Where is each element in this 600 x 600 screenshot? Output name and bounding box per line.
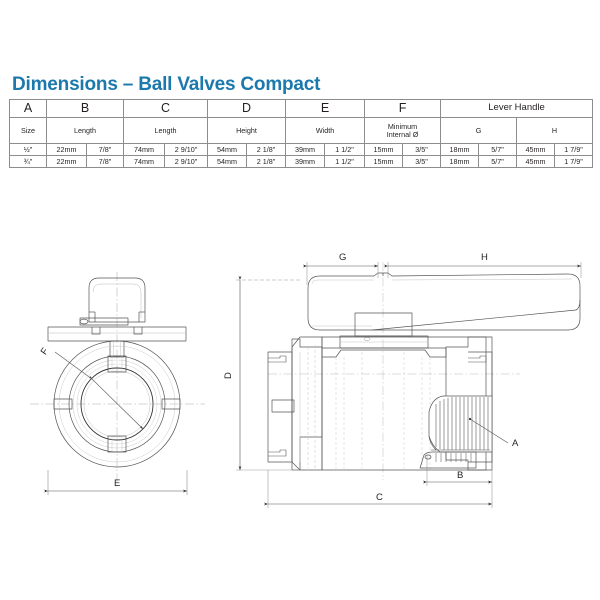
side-stem-boss xyxy=(354,312,413,337)
front-dimension-f-leader xyxy=(54,351,144,430)
group-header-c: C xyxy=(123,99,208,118)
group-header-f: F xyxy=(363,99,442,118)
sub-header-h: H xyxy=(516,117,594,144)
cell-f-mm: 15mm xyxy=(364,143,403,156)
group-header-d: D xyxy=(207,99,286,118)
cell-f-in: 3/5" xyxy=(401,143,442,156)
dimension-label-e: E xyxy=(114,478,121,489)
front-lever-tab xyxy=(79,317,129,326)
page-title: Dimensions – Ball Valves Compact xyxy=(12,74,321,95)
front-lug-right xyxy=(161,398,181,410)
front-union-nut-ring xyxy=(68,355,166,453)
dimension-label-f: F xyxy=(38,345,52,358)
cell-f-in: 3/5" xyxy=(401,155,442,168)
front-handle-cap xyxy=(88,277,146,323)
cell-g-mm: 18mm xyxy=(440,155,480,168)
dimension-label-h: H xyxy=(481,252,488,263)
dimension-label-c: C xyxy=(376,492,383,503)
side-body-shoulder xyxy=(321,347,447,358)
sub-header-f-line2: Internal Ø xyxy=(386,129,419,139)
dimension-label-a: A xyxy=(512,438,519,449)
cell-c-in: 2 9/10" xyxy=(164,143,208,156)
cell-b-in: 7/8" xyxy=(86,143,124,156)
cell-b-in: 7/8" xyxy=(86,155,124,168)
side-dimension-h xyxy=(384,262,582,278)
cell-d-in: 2 1/8" xyxy=(246,143,286,156)
group-header-a: A xyxy=(9,99,47,118)
cell-g-mm: 18mm xyxy=(440,143,480,156)
sub-header-b-length: Length xyxy=(46,117,124,144)
cell-d-mm: 54mm xyxy=(207,143,247,156)
table-sub-header-row: Size Length Length Height Width Minimum … xyxy=(9,117,594,144)
cell-h-in: 1 7/9" xyxy=(554,155,594,168)
sub-header-f-minimum-internal-diameter: Minimum Internal Ø xyxy=(363,117,442,144)
front-rib-bottom xyxy=(107,435,127,453)
cell-f-mm: 15mm xyxy=(364,155,403,168)
cell-h-mm: 45mm xyxy=(516,155,556,168)
cell-e-in: 1 1/2" xyxy=(324,143,365,156)
side-top-flange xyxy=(339,335,429,349)
cell-h-in: 1 7/9" xyxy=(554,143,594,156)
sub-header-size: Size xyxy=(9,117,47,144)
cell-e-in: 1 1/2" xyxy=(324,155,365,168)
group-header-e: E xyxy=(285,99,365,118)
dimensions-table-container: A B C D E F Lever Handle Size Length Len… xyxy=(9,99,594,168)
side-dimension-d xyxy=(236,276,300,471)
front-body-outer-circle xyxy=(53,340,181,468)
side-body xyxy=(267,336,493,471)
cell-b-mm: 22mm xyxy=(46,143,87,156)
cell-g-in: 5/7" xyxy=(478,143,518,156)
table-row: ¾" 22mm 7/8" 74mm 2 9/10" 54mm 2 1/8" 39… xyxy=(9,155,594,168)
front-bore-circle xyxy=(80,367,154,441)
ball-valve-front-view xyxy=(30,272,205,495)
front-mounting-flange xyxy=(47,326,187,342)
front-rib-top xyxy=(107,355,127,373)
cell-c-in: 2 9/10" xyxy=(164,155,208,168)
cell-g-in: 5/7" xyxy=(478,155,518,168)
sub-header-e-width: Width xyxy=(285,117,365,144)
sub-header-g: G xyxy=(440,117,518,144)
side-dimension-a-leader xyxy=(468,417,509,444)
side-threaded-end xyxy=(419,395,493,469)
group-header-lever-handle: Lever Handle xyxy=(440,99,594,118)
side-lever-handle xyxy=(307,272,581,331)
dimension-label-g: G xyxy=(339,252,347,263)
group-header-b: B xyxy=(46,99,124,118)
side-dimension-g xyxy=(303,262,379,285)
cell-d-mm: 54mm xyxy=(207,155,247,168)
side-right-endcap xyxy=(468,351,493,463)
table-group-header-row: A B C D E F Lever Handle xyxy=(9,99,594,118)
cell-c-mm: 74mm xyxy=(123,155,165,168)
dimension-label-b: B xyxy=(457,470,464,481)
dimension-label-d: D xyxy=(222,372,234,379)
cell-c-mm: 74mm xyxy=(123,143,165,156)
cell-b-mm: 22mm xyxy=(46,155,87,168)
front-stem-nut xyxy=(109,340,125,358)
table-row: ½" 22mm 7/8" 74mm 2 9/10" 54mm 2 1/8" 39… xyxy=(9,143,594,156)
ball-valve-side-view xyxy=(236,262,582,508)
sub-header-f-line1: Minimum xyxy=(387,121,418,131)
cell-h-mm: 45mm xyxy=(516,143,556,156)
sub-header-d-height: Height xyxy=(207,117,286,144)
sub-header-c-length: Length xyxy=(123,117,208,144)
side-left-endcap xyxy=(267,351,293,463)
cell-size: ½" xyxy=(9,143,47,156)
cell-size: ¾" xyxy=(9,155,47,168)
cell-e-mm: 39mm xyxy=(285,143,325,156)
cell-e-mm: 39mm xyxy=(285,155,325,168)
front-lug-left xyxy=(53,398,73,410)
cell-d-in: 2 1/8" xyxy=(246,155,286,168)
dimensions-table: A B C D E F Lever Handle Size Length Len… xyxy=(9,99,594,168)
